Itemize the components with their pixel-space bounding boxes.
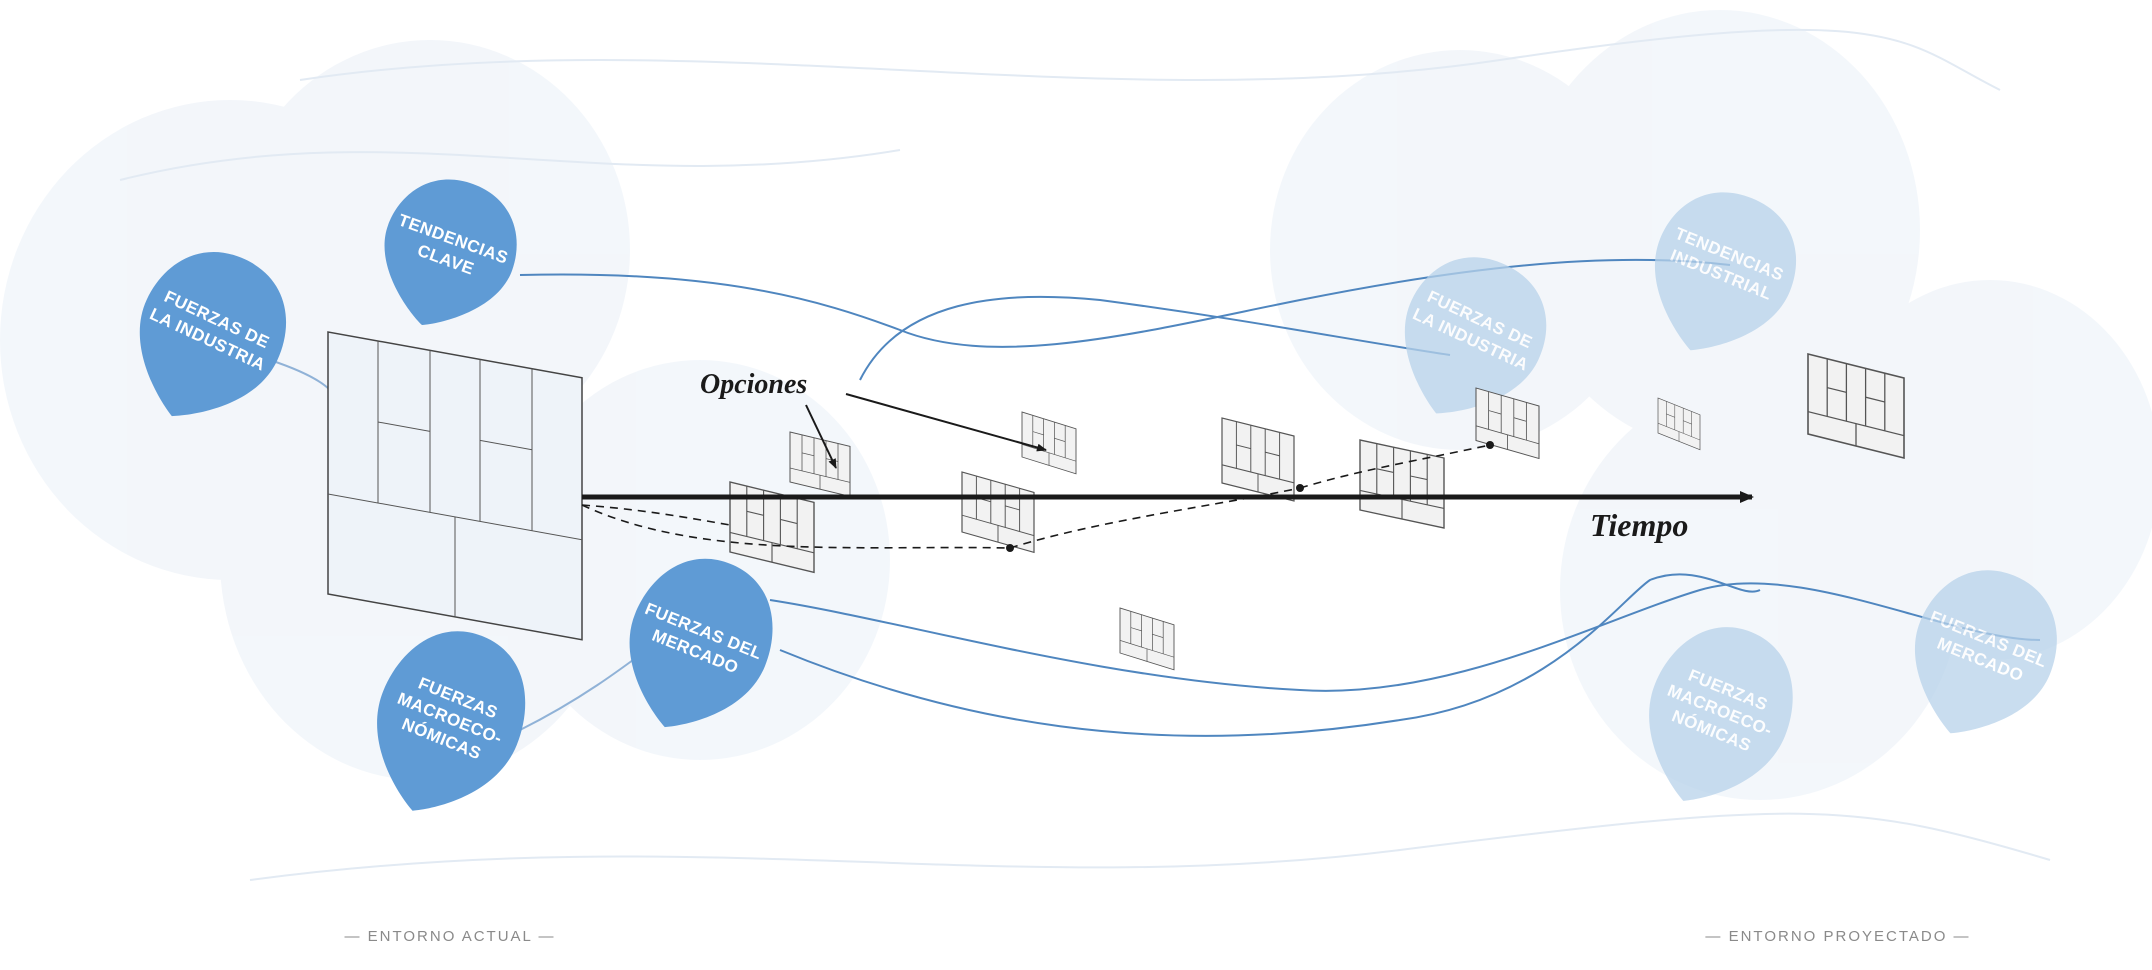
force-macroeconomic-current: FUERZASMACROECO-NÓMICAS [377,631,526,811]
option-dots [1006,441,1494,552]
option-canvas [1021,411,1077,475]
option-canvas [1221,417,1295,502]
options-label: Opciones [700,369,807,400]
current-environment-label: — ENTORNO ACTUAL — [344,928,555,945]
time-label: Tiempo [1590,507,1688,543]
projected-environment-label: — ENTORNO PROYECTADO — [1705,928,1970,945]
trends-connector [519,258,1731,348]
force-industry-current: FUERZAS DELA INDUSTRIA [139,251,287,417]
force-macroeconomic-projected: FUERZASMACROECO-NÓMICAS [1649,627,1793,801]
force-connector-lines [269,258,2041,737]
industry-left-connector [269,359,331,391]
current-business-model-canvas [327,331,583,641]
force-key-trends-projected: TENDENCIASINDUSTRIAL [1655,192,1796,351]
industry-connector [859,295,1451,381]
option-canvas [1359,439,1445,529]
force-industry-projected: FUERZAS DELA INDUSTRIA [1404,257,1547,414]
environment-wisps [119,28,2051,881]
market-connector [779,573,1761,737]
option-dashed-paths [581,444,1491,549]
market-upper-connector [769,582,2041,692]
force-key-trends-current: TENDENCIASCLAVE [384,179,517,326]
force-market-current: FUERZAS DELMERCADO [629,558,773,728]
option-canvas [1119,607,1175,671]
force-market-projected: FUERZAS DELMERCADO [1915,570,2057,734]
options-annotation: Opciones [700,369,1047,469]
option-canvas [961,471,1035,554]
